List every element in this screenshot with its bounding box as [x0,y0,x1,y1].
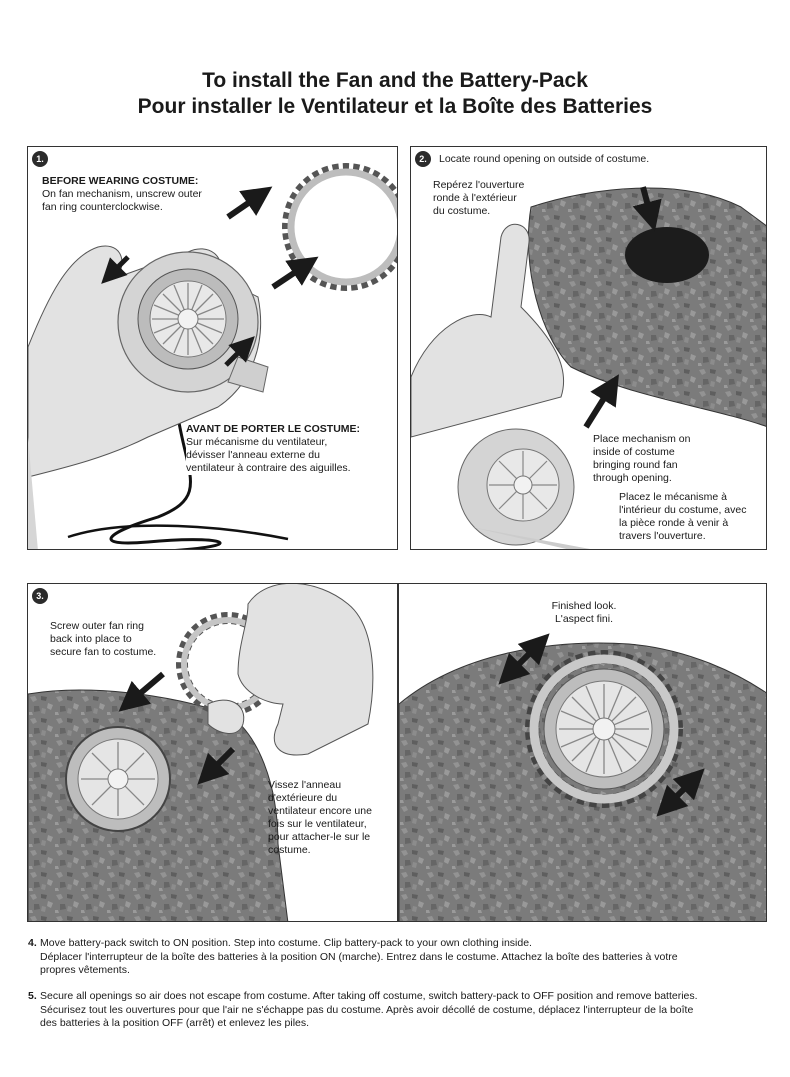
step-english-text: Move battery-pack switch to ON position.… [40,937,532,949]
page-title: To install the Fan and the Battery-Pack … [0,68,790,120]
step-french-text: Déplacer l'interrupteur de la boîte des … [40,950,678,963]
panel2-english-line: Place mechanism on [593,433,691,445]
panel1-french-line: Sur mécanisme du ventilateur, [186,436,328,448]
step-french-text: propres vêtements. [40,964,130,976]
illustration-screw-ring [28,584,374,921]
title-french: Pour installer le Ventilateur et la Boît… [137,95,653,118]
panel2-french-line: Placez le mécanisme à [619,491,727,503]
panel3-french-line: ventilateur encore une [268,805,372,817]
panel3-english-line: back into place to [50,633,132,645]
illustration-unscrew-fan-ring [28,163,397,549]
illustration-finished-look [399,633,766,921]
panel1-english-line: fan ring counterclockwise. [42,201,163,213]
panel2-english-bottom: Place mechanism on inside of costume bri… [593,433,763,485]
panel2-english-line: bringing round fan [593,459,678,471]
step-number-badge: 2. [415,151,431,167]
panel1-french-instruction: AVANT DE PORTER LE COSTUME: Sur mécanism… [186,423,392,475]
step-french-text: des batteries à la position OFF (arrêt) … [40,1017,310,1029]
panel3-french-line: Vissez l'anneau [268,779,342,791]
panel2-french-line: du costume. [433,205,491,217]
panel1-french-line: dévisser l'anneau externe du [186,449,320,461]
panel3-french-line: costume. [268,844,311,856]
step-number-badge: 1. [32,151,48,167]
panel2-french-line: l'intérieur du costume, avec [619,504,747,516]
panel1-english-instruction: BEFORE WEARING COSTUME: On fan mechanism… [42,175,242,214]
panel3-english-line: Screw outer fan ring [50,620,144,632]
panel1-french-line: ventilateur à contraire des aiguilles. [186,462,351,474]
panel2-french-line: Repérez l'ouverture [433,179,525,191]
panel2-french-top: Repérez l'ouverture ronde à l'extérieur … [433,179,563,218]
panel2-english-line: inside of costume [593,446,675,458]
illustration-locate-opening [411,186,766,549]
panel3-english-instruction: Screw outer fan ring back into place to … [50,620,190,659]
title-english: To install the Fan and the Battery-Pack [202,69,588,92]
step-number: 4. [28,937,37,949]
panel-step-1: 1. BEFORE WEARING COSTUME: On fan mechan… [27,146,398,550]
step-number-badge: 3. [32,588,48,604]
panel2-english-top: Locate round opening on outside of costu… [439,153,650,165]
panel-step-3: 3. Screw outer fan ring back into place … [27,583,398,922]
step-french-text: Sécurisez tout les ouvertures pour que l… [40,1003,694,1016]
panel-finished-look: Finished look. L'aspect fini. [398,583,767,922]
panel3-french-line: d'extérieure du [268,792,338,804]
costume-opening [625,227,709,283]
panel3-french-line: fois sur le ventilateur, [268,818,367,830]
panel1-english-line: On fan mechanism, unscrew outer [42,188,202,200]
panel2-french-bottom: Placez le mécanisme à l'intérieur du cos… [619,491,766,543]
panel1-english-heading: BEFORE WEARING COSTUME: [42,175,199,187]
instruction-step-5: 5. Secure all openings so air does not e… [28,990,768,1031]
instruction-step-4: 4. Move battery-pack switch to ON positi… [28,937,768,978]
panel3-french-line: pour attacher-le sur le [268,831,371,843]
panel4-english-caption: Finished look. [551,600,617,612]
panel2-french-line: la pièce ronde à venir à [619,517,729,529]
panel4-caption: Finished look. L'aspect fini. [519,600,649,626]
panel2-french-line: ronde à l'extérieur [433,192,517,204]
panel3-english-line: secure fan to costume. [50,646,157,658]
panel1-french-heading: AVANT DE PORTER LE COSTUME: [186,423,361,435]
panel3-french-instruction: Vissez l'anneau d'extérieure du ventilat… [268,779,394,857]
panel4-french-caption: L'aspect fini. [554,613,614,625]
step-number: 5. [28,990,37,1002]
panel-step-2: 2. Locate round opening on outside of co… [410,146,767,550]
step-english-text: Secure all openings so air does not esca… [40,990,698,1002]
panel2-english-line: through opening. [593,472,672,484]
panel2-french-line: travers l'ouverture. [619,530,706,542]
